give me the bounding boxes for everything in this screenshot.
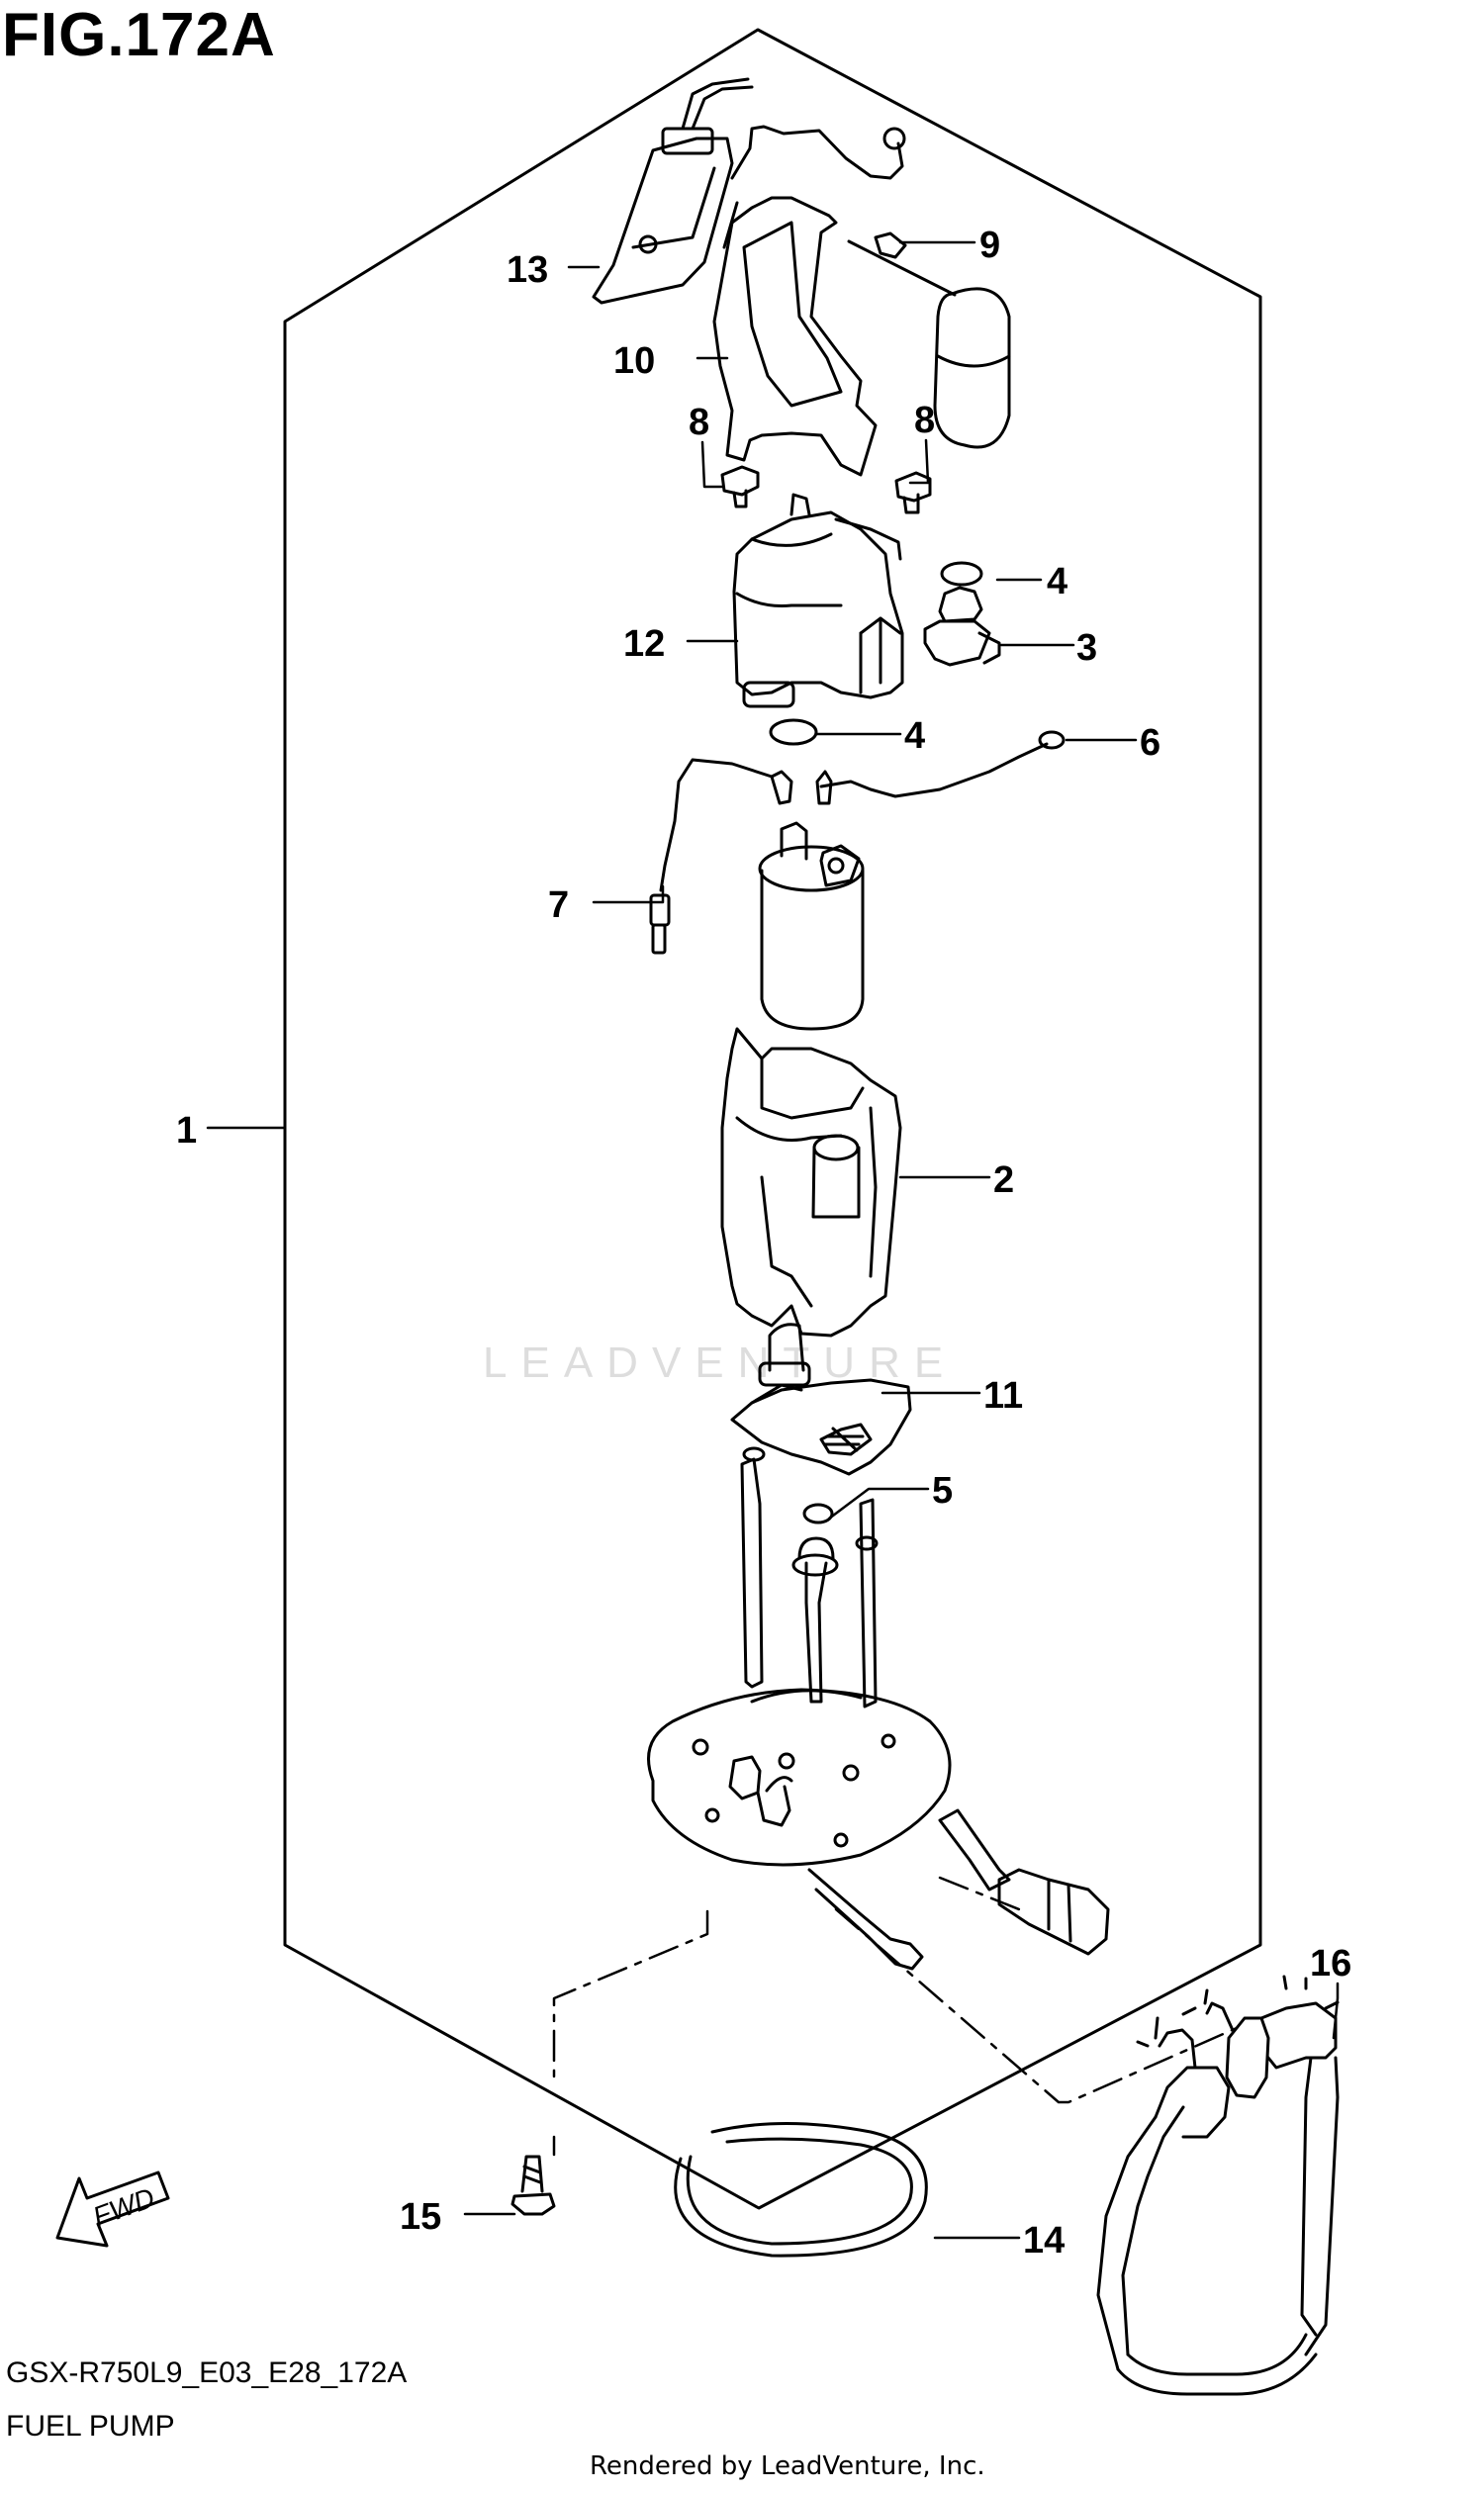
pump-holder-part-2 <box>720 1027 902 1338</box>
pump-base-flange <box>647 1446 952 1867</box>
o-ring-part-4-upper <box>940 561 983 587</box>
fuel-pump-motor <box>758 821 865 1031</box>
o-ring-part-5 <box>802 1503 834 1524</box>
callout-9: 9 <box>979 225 1000 266</box>
pump-housing-part-12 <box>732 493 904 708</box>
callout-7: 7 <box>548 884 569 926</box>
fwd-label: FWD <box>89 2182 159 2233</box>
callout-5: 5 <box>932 1470 953 1512</box>
callout-13: 13 <box>507 249 548 291</box>
regulator-part-3 <box>923 586 1001 667</box>
figure-name: FUEL PUMP <box>6 2410 175 2443</box>
callout-11: 11 <box>983 1375 1023 1417</box>
assembly-outline <box>283 28 1262 2210</box>
forward-direction-arrow: FWD <box>55 2170 170 2248</box>
callout-3: 3 <box>1076 627 1097 669</box>
callout-8-right: 8 <box>914 400 935 441</box>
figure-code: GSX-R750L9_E03_E28_172A <box>6 2356 408 2389</box>
fuel-filter-part-11 <box>730 1323 912 1476</box>
rendered-by-credit: Rendered by LeadVenture, Inc. <box>590 2451 985 2481</box>
callout-16: 16 <box>1310 1943 1351 1985</box>
callout-leaders <box>206 240 1340 2240</box>
figure-title: FIG.172A <box>2 1 276 69</box>
lead-wire-part-6 <box>815 730 1066 805</box>
lead-wire-part-7 <box>649 758 793 955</box>
float-and-clip-part-9 <box>847 231 1011 449</box>
callout-10: 10 <box>613 340 655 382</box>
flange-fuel-outlet-pipe <box>807 1868 924 1971</box>
flange-wire-connector <box>938 1808 1110 1956</box>
callout-14: 14 <box>1023 2220 1065 2262</box>
fuel-hose-part-16 <box>1096 1975 1340 2396</box>
callout-2: 2 <box>993 1159 1014 1201</box>
assembly-guide-lines <box>552 1876 1239 2157</box>
o-ring-part-4-lower <box>769 718 818 746</box>
cover-part-13 <box>592 77 906 305</box>
screw-part-15 <box>510 2155 556 2216</box>
bolt-part-8-right <box>894 471 932 514</box>
callout-6: 6 <box>1140 722 1160 764</box>
callout-4-lower: 4 <box>904 715 925 757</box>
callout-8-left: 8 <box>689 402 709 443</box>
callout-15: 15 <box>400 2196 441 2238</box>
watermark-text: LEADVENTURE <box>483 1339 957 1387</box>
callout-12: 12 <box>623 623 665 665</box>
gasket-ring-part-14 <box>674 2122 928 2258</box>
bracket-part-10 <box>712 196 878 477</box>
bolt-part-8-left <box>720 465 760 508</box>
callout-4-upper: 4 <box>1047 561 1067 602</box>
callout-1: 1 <box>176 1110 197 1152</box>
